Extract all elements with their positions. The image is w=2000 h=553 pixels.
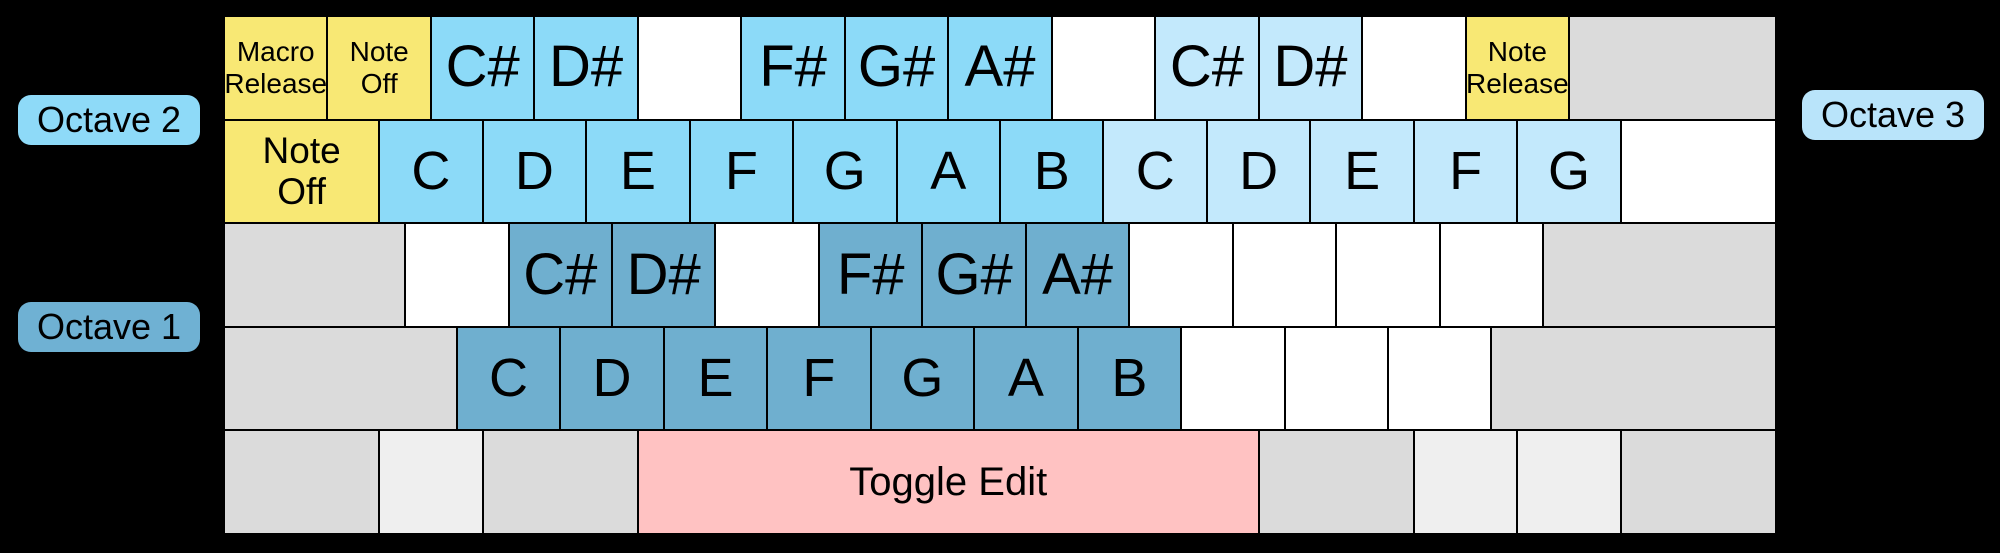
key-d-sharp-octave3: D# [1259, 17, 1362, 119]
key-blank [1337, 224, 1439, 326]
key-blank [1130, 224, 1232, 326]
octave-3-label: Octave 3 [1802, 90, 1984, 140]
key-note-off-row1: Note Off [328, 17, 430, 119]
key-f-sharp-octave2: F# [742, 17, 844, 119]
key-e-octave3: E [1311, 120, 1413, 223]
key-blank-modifier-light [380, 431, 482, 533]
key-blank-modifier [1570, 17, 1775, 119]
key-blank [716, 224, 818, 326]
key-f-octave3: F [1414, 120, 1517, 223]
key-a-octave2: A [897, 120, 999, 223]
key-f-octave1: F [768, 327, 870, 430]
key-blank [1233, 224, 1336, 326]
key-macro-release: Macro Release [225, 17, 327, 119]
key-blank [1363, 17, 1465, 119]
key-g-octave2: G [794, 120, 896, 223]
key-blank-modifier [225, 327, 456, 430]
key-b-octave1: B [1078, 327, 1181, 430]
key-g-octave3: G [1518, 120, 1620, 223]
octave-1-label: Octave 1 [18, 302, 200, 352]
key-c-octave3: C [1104, 120, 1206, 223]
key-blank [1440, 224, 1543, 326]
key-blank-modifier [1492, 327, 1775, 430]
key-b-octave2: B [1001, 120, 1103, 223]
keyboard-row-5: Toggle Edit [225, 431, 1775, 533]
key-d-sharp-octave1: D# [613, 224, 715, 326]
key-f-octave2: F [690, 120, 793, 223]
key-blank [1621, 120, 1775, 223]
key-note-release: Note Release [1466, 17, 1569, 119]
key-blank-modifier [1621, 431, 1775, 533]
key-g-sharp-octave2: G# [845, 17, 948, 119]
key-c-sharp-octave2: C# [431, 17, 534, 119]
key-blank [1052, 17, 1155, 119]
key-d-octave3: D [1207, 120, 1310, 223]
key-blank-modifier [225, 431, 379, 533]
key-blank-modifier [225, 224, 405, 326]
key-blank [406, 224, 508, 326]
key-blank-modifier [483, 431, 637, 533]
key-c-sharp-octave3: C# [1156, 17, 1258, 119]
key-c-octave1: C [457, 327, 560, 430]
key-f-sharp-octave1: F# [819, 224, 922, 326]
key-d-octave1: D [561, 327, 663, 430]
key-toggle-edit: Toggle Edit [638, 431, 1258, 533]
key-blank [1389, 327, 1491, 430]
key-d-octave2: D [483, 120, 586, 223]
key-c-octave2: C [380, 120, 482, 223]
key-note-off-tab: Note Off [225, 120, 379, 223]
octave-2-label: Octave 2 [18, 95, 200, 145]
key-blank [638, 17, 741, 119]
key-a-sharp-octave1: A# [1026, 224, 1129, 326]
key-blank [1182, 327, 1284, 430]
key-g-octave1: G [871, 327, 974, 430]
key-d-sharp-octave2: D# [535, 17, 637, 119]
key-blank-modifier-light [1414, 431, 1517, 533]
key-c-sharp-octave1: C# [509, 224, 611, 326]
key-blank-modifier [1544, 224, 1775, 326]
key-a-octave1: A [975, 327, 1077, 430]
key-e-octave2: E [587, 120, 689, 223]
keyboard-row-3: C#D# F#G#A# [225, 224, 1775, 326]
key-e-octave1: E [664, 327, 767, 430]
key-blank-modifier [1259, 431, 1413, 533]
key-a-sharp-octave2: A# [949, 17, 1051, 119]
key-blank-modifier-light [1518, 431, 1620, 533]
key-g-sharp-octave1: G# [923, 224, 1025, 326]
key-blank [1285, 327, 1387, 430]
